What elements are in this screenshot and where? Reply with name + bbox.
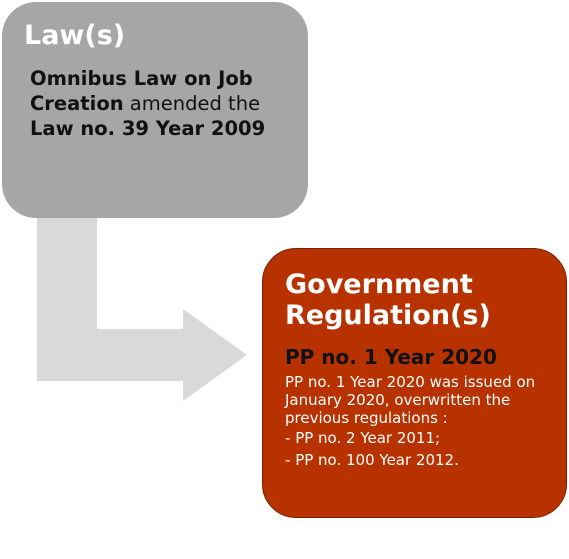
- previous-regulations-list: PP no. 2 Year 2011; PP no. 100 Year 2012…: [285, 427, 554, 471]
- list-item: PP no. 2 Year 2011;: [285, 427, 554, 449]
- title-line-1: Government: [285, 269, 473, 300]
- title-line-2: Regulation(s): [285, 300, 491, 331]
- government-regulations-title: Government Regulation(s): [285, 269, 554, 331]
- laws-title: Law(s): [24, 20, 126, 51]
- government-regulations-box: Government Regulation(s) PP no. 1 Year 2…: [262, 248, 567, 518]
- regulation-description: PP no. 1 Year 2020 was issued on January…: [285, 373, 536, 427]
- amended-text: amended the: [123, 92, 261, 115]
- omnibus-law-name: Omnibus Law on Job Creation: [30, 67, 253, 115]
- list-item: PP no. 100 Year 2012.: [285, 449, 554, 471]
- regulation-subtitle: PP no. 1 Year 2020: [285, 345, 497, 369]
- law-39-name: Law no. 39 Year 2009: [30, 117, 266, 140]
- laws-description: Omnibus Law on Job Creation amended the …: [30, 66, 294, 141]
- bent-arrow-shape: [37, 218, 247, 401]
- laws-box: Law(s) Omnibus Law on Job Creation amend…: [2, 2, 308, 218]
